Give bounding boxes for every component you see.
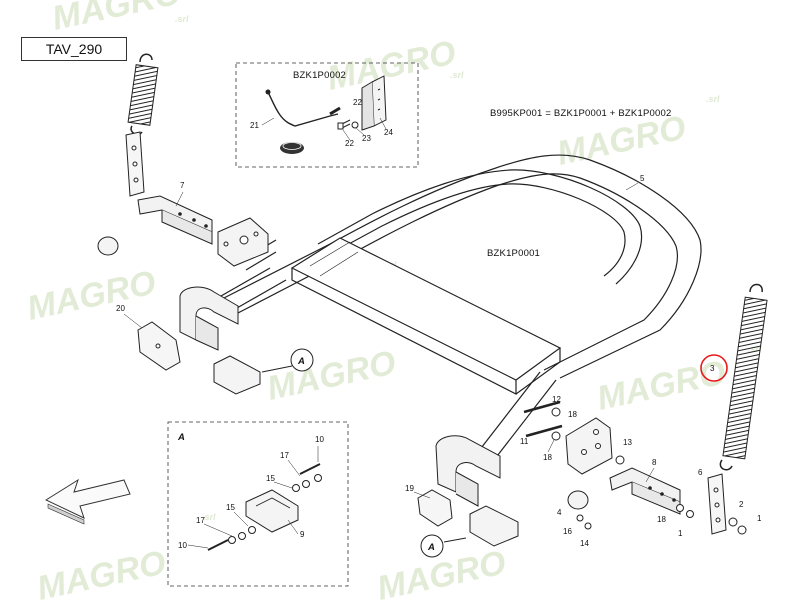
part-number-6: 6: [698, 468, 703, 477]
main-frame: [213, 154, 702, 461]
part-number-19: 19: [405, 484, 414, 493]
watermark-text: MAGRO: [49, 0, 184, 38]
part-number-12: 12: [552, 395, 561, 404]
callout-a-right: A: [420, 534, 467, 558]
right-spring: 3: [710, 283, 768, 471]
watermark-suffix: .srl: [450, 70, 464, 80]
detail-a-label: A: [177, 432, 185, 443]
part-number-3: 3: [710, 364, 715, 373]
left-spring-assembly: 7: [97, 53, 213, 256]
part-number-24: 24: [384, 128, 393, 137]
part-number-22: 22: [345, 139, 354, 148]
left-hinge: [217, 217, 269, 267]
left-clamp: 20: [116, 286, 261, 395]
part-number-20: 20: [116, 304, 125, 313]
watermark-text: MAGRO: [264, 344, 399, 408]
callout-a-left: A: [261, 348, 314, 373]
watermark-text: MAGRO: [34, 544, 169, 600]
part-number-16: 16: [563, 527, 572, 536]
part-number-18: 18: [543, 453, 552, 462]
part-number-1: 1: [678, 529, 683, 538]
part-number-15: 15: [226, 503, 235, 512]
part-number-21: 21: [250, 121, 259, 130]
callout-a-text: A: [427, 542, 435, 553]
watermark-suffix: .srl: [202, 512, 216, 522]
watermark-text: MAGRO: [594, 354, 729, 418]
right-side-parts: 12 18 11 18 13 8 4 16 14 18 1: [520, 395, 762, 548]
watermark-suffix: .srl: [706, 94, 720, 104]
part-number-1: 1: [757, 514, 762, 523]
part-number-18: 18: [657, 515, 666, 524]
part-number-10: 10: [315, 435, 324, 444]
part-number-22: 22: [353, 98, 362, 107]
main-kit-label: BZK1P0001: [487, 248, 540, 259]
part-number-8: 8: [652, 458, 657, 467]
watermark-suffix: .srl: [175, 14, 189, 24]
part-number-23: 23: [362, 134, 371, 143]
kit-equation: B995KP001 = BZK1P0001 + BZK1P0002: [490, 108, 671, 119]
part-number-17: 17: [196, 516, 205, 525]
watermark-text: MAGRO: [324, 34, 459, 98]
part-number-4: 4: [557, 508, 562, 517]
part-number-13: 13: [623, 438, 632, 447]
part-number-5: 5: [640, 174, 645, 183]
part-number-7: 7: [180, 181, 185, 190]
part-number-18: 18: [568, 410, 577, 419]
kit-inset-box: BZK1P0002 21 22 22 23 24: [235, 62, 419, 168]
callout-a-text: A: [297, 356, 305, 367]
part-number-10: 10: [178, 541, 187, 550]
detail-a-box: A 10 17 15 15 17 9 10: [167, 421, 349, 587]
highlight-ring: [700, 354, 728, 382]
part-number-9: 9: [300, 530, 305, 539]
direction-arrow-icon: [44, 478, 131, 525]
part-number-11: 11: [520, 437, 529, 446]
table-code-label: TAV_290: [21, 37, 127, 61]
right-clamp: 19: [405, 435, 519, 547]
part-number-2: 2: [739, 500, 744, 509]
watermark-text: MAGRO: [24, 264, 159, 328]
kit-inset-label: BZK1P0002: [293, 70, 346, 81]
part-number-14: 14: [580, 539, 589, 548]
part-number-15: 15: [266, 474, 275, 483]
part-number-17: 17: [280, 451, 289, 460]
